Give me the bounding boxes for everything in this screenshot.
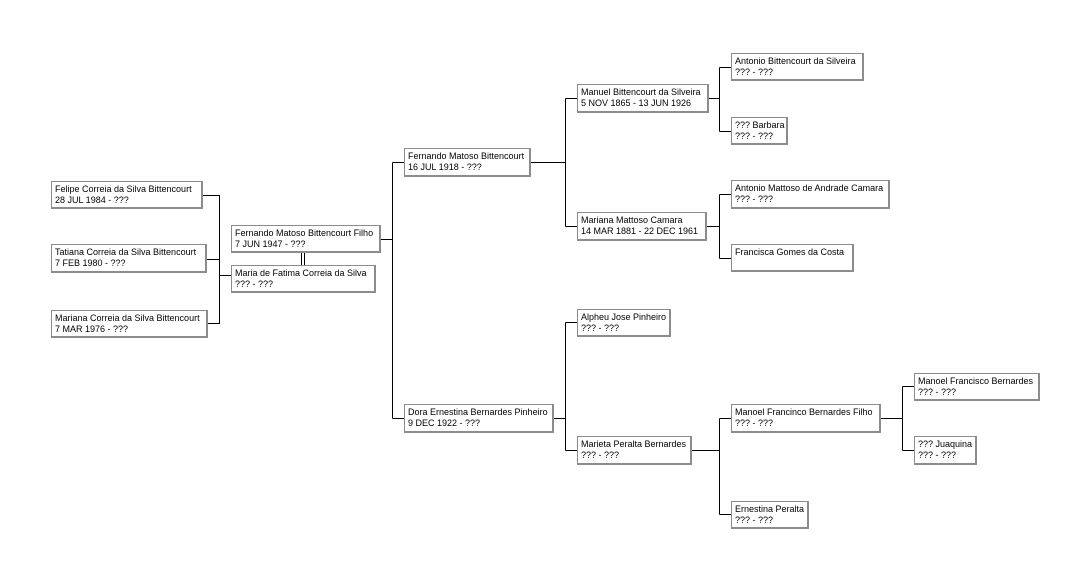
person-manoel-filho[interactable]: Manoel Francinco Bernardes Filho ??? - ?… (731, 404, 881, 433)
person-name: Dora Ernestina Bernardes Pinheiro (408, 407, 548, 417)
person-manuel-bittencourt[interactable]: Manuel Bittencourt da Silveira 5 NOV 186… (577, 84, 709, 113)
person-marieta[interactable]: Marieta Peralta Bernardes ??? - ??? (577, 436, 692, 465)
person-name: Manoel Francinco Bernardes Filho (735, 407, 873, 417)
person-name: Maria de Fatima Correia da Silva (235, 268, 367, 278)
person-dates: 9 DEC 1922 - ??? (408, 418, 481, 428)
person-joaquina[interactable]: ??? Juaquina ??? - ??? (914, 436, 977, 465)
person-name: Marieta Peralta Bernardes (581, 439, 687, 449)
connector-parents-mariana (706, 194, 733, 259)
connector-parents-manuel (708, 67, 733, 132)
person-dates: ??? - ??? (581, 450, 620, 460)
person-name: Francisca Gomes da Costa (735, 247, 845, 257)
person-name: Mariana Correia da Silva Bittencourt (55, 313, 200, 323)
person-fernando-filho[interactable]: Fernando Matoso Bittencourt Filho 7 JUN … (231, 225, 381, 253)
person-name: Ernestina Peralta (735, 504, 805, 514)
person-name: Mariana Mattoso Camara (581, 215, 683, 225)
person-dates: ??? - ??? (735, 515, 774, 525)
person-maria-fatima[interactable]: Maria de Fatima Correia da Silva ??? - ?… (231, 265, 376, 293)
person-dates: 28 JUL 1984 - ??? (55, 195, 129, 205)
person-mariana-mattoso[interactable]: Mariana Mattoso Camara 14 MAR 1881 - 22 … (577, 212, 707, 241)
person-manoel-bernardes[interactable]: Manoel Francisco Bernardes ??? - ??? (914, 373, 1040, 401)
person-dates: 5 NOV 1865 - 13 JUN 1926 (581, 98, 692, 108)
person-dora[interactable]: Dora Ernestina Bernardes Pinheiro 9 DEC … (404, 404, 554, 433)
person-dates: 14 MAR 1881 - 22 DEC 1961 (581, 226, 699, 236)
person-name: Felipe Correia da Silva Bittencourt (55, 184, 192, 194)
person-dates: ??? - ??? (735, 194, 774, 204)
person-name: Tatiana Correia da Silva Bittencourt (55, 247, 197, 257)
connector-parents-fernando-filho (380, 162, 407, 419)
connector-parents-marieta (691, 418, 733, 515)
person-dates: ??? - ??? (735, 131, 774, 141)
person-dates: ??? - ??? (918, 387, 957, 397)
person-name: ??? Juaquina (918, 439, 973, 449)
person-name: Alpheu Jose Pinheiro (581, 312, 667, 322)
person-antonio-mattoso[interactable]: Antonio Mattoso de Andrade Camara ??? - … (731, 180, 890, 209)
person-dates: 7 JUN 1947 - ??? (235, 239, 306, 249)
person-ernestina[interactable]: Ernestina Peralta ??? - ??? (731, 501, 809, 529)
person-antonio-bittencourt[interactable]: Antonio Bittencourt da Silveira ??? - ??… (731, 53, 864, 81)
person-name: Fernando Matoso Bittencourt (408, 151, 525, 161)
connector-parents-fernando (530, 98, 580, 227)
person-francisca[interactable]: Francisca Gomes da Costa (731, 244, 854, 272)
person-dates: ??? - ??? (735, 418, 774, 428)
person-dates: ??? - ??? (735, 67, 774, 77)
person-name: Antonio Bittencourt da Silveira (735, 56, 856, 66)
person-alpheu[interactable]: Alpheu Jose Pinheiro ??? - ??? (577, 309, 671, 337)
person-dates: 16 JUL 1918 - ??? (408, 162, 482, 172)
person-dates: ??? - ??? (918, 450, 957, 460)
person-dates: ??? - ??? (581, 323, 620, 333)
person-tatiana[interactable]: Tatiana Correia da Silva Bittencourt 7 F… (51, 244, 207, 273)
person-dates: ??? - ??? (235, 279, 274, 289)
person-name: Manoel Francisco Bernardes (918, 376, 1034, 386)
connector-parents-manoel-filho (880, 386, 916, 451)
person-name: ??? Barbara (735, 120, 785, 130)
person-name: Antonio Mattoso de Andrade Camara (735, 183, 884, 193)
person-barbara[interactable]: ??? Barbara ??? - ??? (731, 117, 788, 145)
connector-children (202, 195, 232, 324)
person-felipe[interactable]: Felipe Correia da Silva Bittencourt 28 J… (51, 181, 203, 209)
person-dates: 7 MAR 1976 - ??? (55, 324, 129, 334)
connector-parents-dora (553, 322, 580, 451)
person-mariana-correia[interactable]: Mariana Correia da Silva Bittencourt 7 M… (51, 310, 208, 338)
person-name: Manuel Bittencourt da Silveira (581, 87, 701, 97)
person-fernando[interactable]: Fernando Matoso Bittencourt 16 JUL 1918 … (404, 148, 531, 177)
person-name: Fernando Matoso Bittencourt Filho (235, 228, 374, 238)
person-dates: 7 FEB 1980 - ??? (55, 258, 126, 268)
